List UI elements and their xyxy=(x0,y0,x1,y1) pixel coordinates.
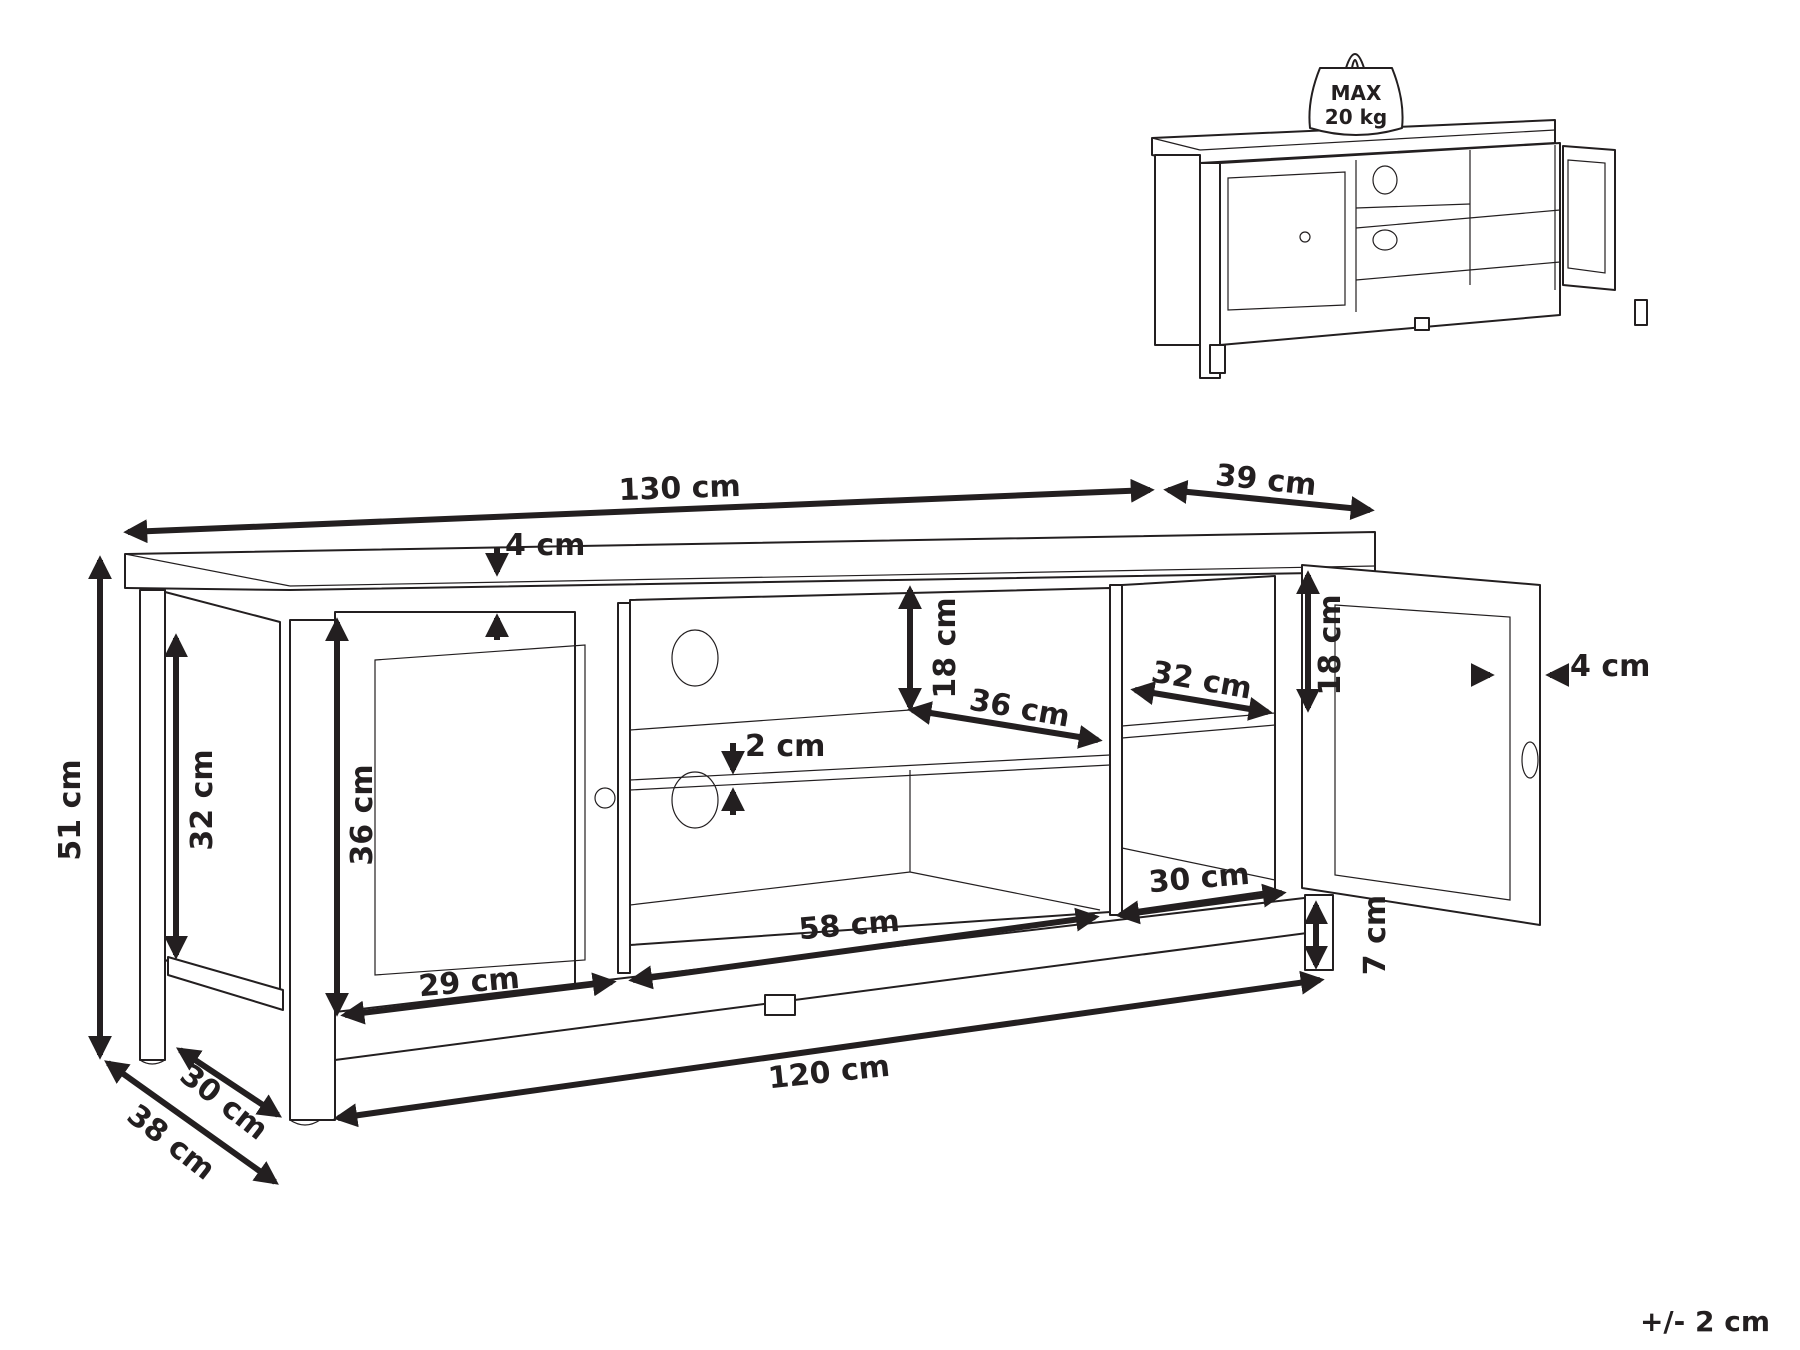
max-label: MAX xyxy=(1331,81,1382,105)
label-total-width: 130 cm xyxy=(618,469,741,508)
label-leg-height: 7 cm xyxy=(1358,895,1393,975)
label-right-upper-height: 18 cm xyxy=(1313,594,1348,695)
label-shelf-upper-height: 18 cm xyxy=(928,597,963,698)
label-middle-width: 58 cm xyxy=(797,904,901,948)
label-shelf-thickness: 2 cm xyxy=(745,729,825,764)
label-top-thickness: 4 cm xyxy=(505,528,585,563)
label-door-thickness: 4 cm xyxy=(1570,649,1650,684)
main-tv-stand xyxy=(124,531,1541,1126)
label-total-height: 51 cm xyxy=(53,759,88,860)
label-side-height: 32 cm xyxy=(185,749,220,850)
dimension-labels: 130 cm 39 cm 4 cm 51 cm 32 cm 36 cm 18 c… xyxy=(53,458,1650,1188)
tolerance-note: +/- 2 cm xyxy=(1639,1305,1770,1338)
thumbnail-tv-stand xyxy=(1151,119,1648,379)
label-cabinet-height: 36 cm xyxy=(345,764,380,865)
weight-value: 20 kg xyxy=(1325,105,1387,129)
dimension-lines xyxy=(88,478,1570,1185)
max-weight-badge: MAX 20 kg xyxy=(1308,53,1404,136)
